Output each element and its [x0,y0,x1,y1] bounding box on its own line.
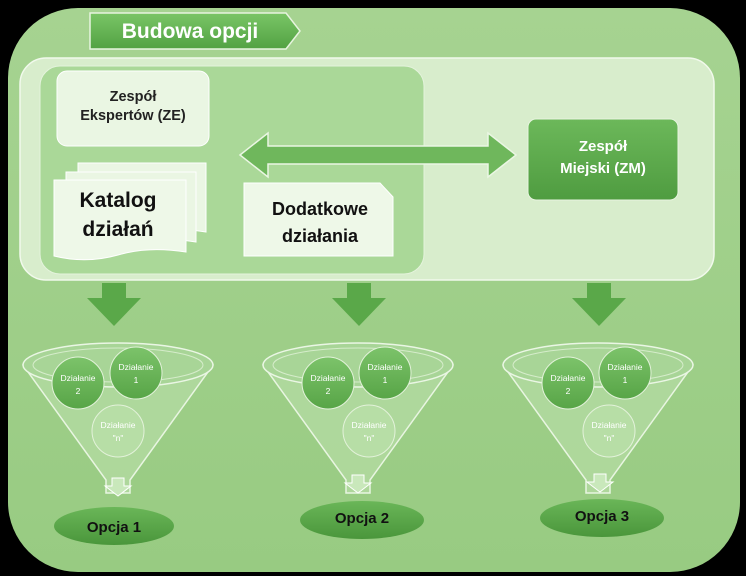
action-1-number: 1 [134,375,139,385]
action-2-label: Działanie [61,373,96,383]
action-n-number: "n" [364,433,375,443]
catalog-line1: Katalog [79,189,156,212]
funnel-3: Działanie 2 Działanie 1 Działanie "n" [502,342,694,494]
action-1-circle [358,346,412,400]
action-n-circle [91,404,145,458]
funnel-1: Działanie 2 Działanie 1 Działanie "n" [22,342,214,494]
down-arrow-1 [87,283,141,326]
option-1-label: Opcja 1 [87,519,141,536]
action-n-label: Działanie [592,420,627,430]
action-n-number: "n" [604,433,615,443]
down-arrow-3 [572,283,626,326]
down-arrow-2 [332,283,386,326]
option-1-ellipse [54,507,174,545]
action-2-circle [301,356,355,410]
action-1-number: 1 [383,375,388,385]
action-2-label: Działanie [311,373,346,383]
ze-line1: Zespół [110,89,157,105]
action-1-circle [598,346,652,400]
small-arrow-3 [585,473,615,493]
extra-line1: Dodatkowe [272,199,368,219]
extra-line2: działania [282,226,359,246]
action-1-number: 1 [623,375,628,385]
action-n-label: Działanie [352,420,387,430]
zm-box [527,118,679,201]
action-2-number: 2 [566,386,571,396]
action-1-label: Działanie [368,362,403,372]
action-2-number: 2 [76,386,81,396]
action-1-label: Działanie [608,362,643,372]
zm-line1: Zespół [579,138,628,155]
ze-box [56,70,210,147]
action-n-number: "n" [113,433,124,443]
small-arrow-2 [343,474,373,494]
option-3-label: Opcja 3 [575,508,629,525]
title: Budowa opcji [122,20,259,43]
small-arrow-1 [103,477,133,497]
action-1-circle [109,346,163,400]
action-n-circle [342,404,396,458]
action-2-circle [51,356,105,410]
title-banner [89,12,301,50]
catalog-document [53,162,207,261]
ze-line2: Ekspertów (ZE) [80,108,186,124]
option-2-label: Opcja 2 [335,510,389,527]
action-2-number: 2 [326,386,331,396]
extra-document [243,182,394,257]
action-n-label: Działanie [101,420,136,430]
funnel-2: Działanie 2 Działanie 1 Działanie "n" [262,342,454,494]
action-1-label: Działanie [119,362,154,372]
action-2-circle [541,356,595,410]
double-arrow [238,131,518,179]
action-n-circle [582,404,636,458]
action-2-label: Działanie [551,373,586,383]
zm-line2: Miejski (ZM) [560,160,646,177]
option-2-ellipse [300,501,424,539]
catalog-line2: działań [82,218,153,241]
option-3-ellipse [540,499,664,537]
